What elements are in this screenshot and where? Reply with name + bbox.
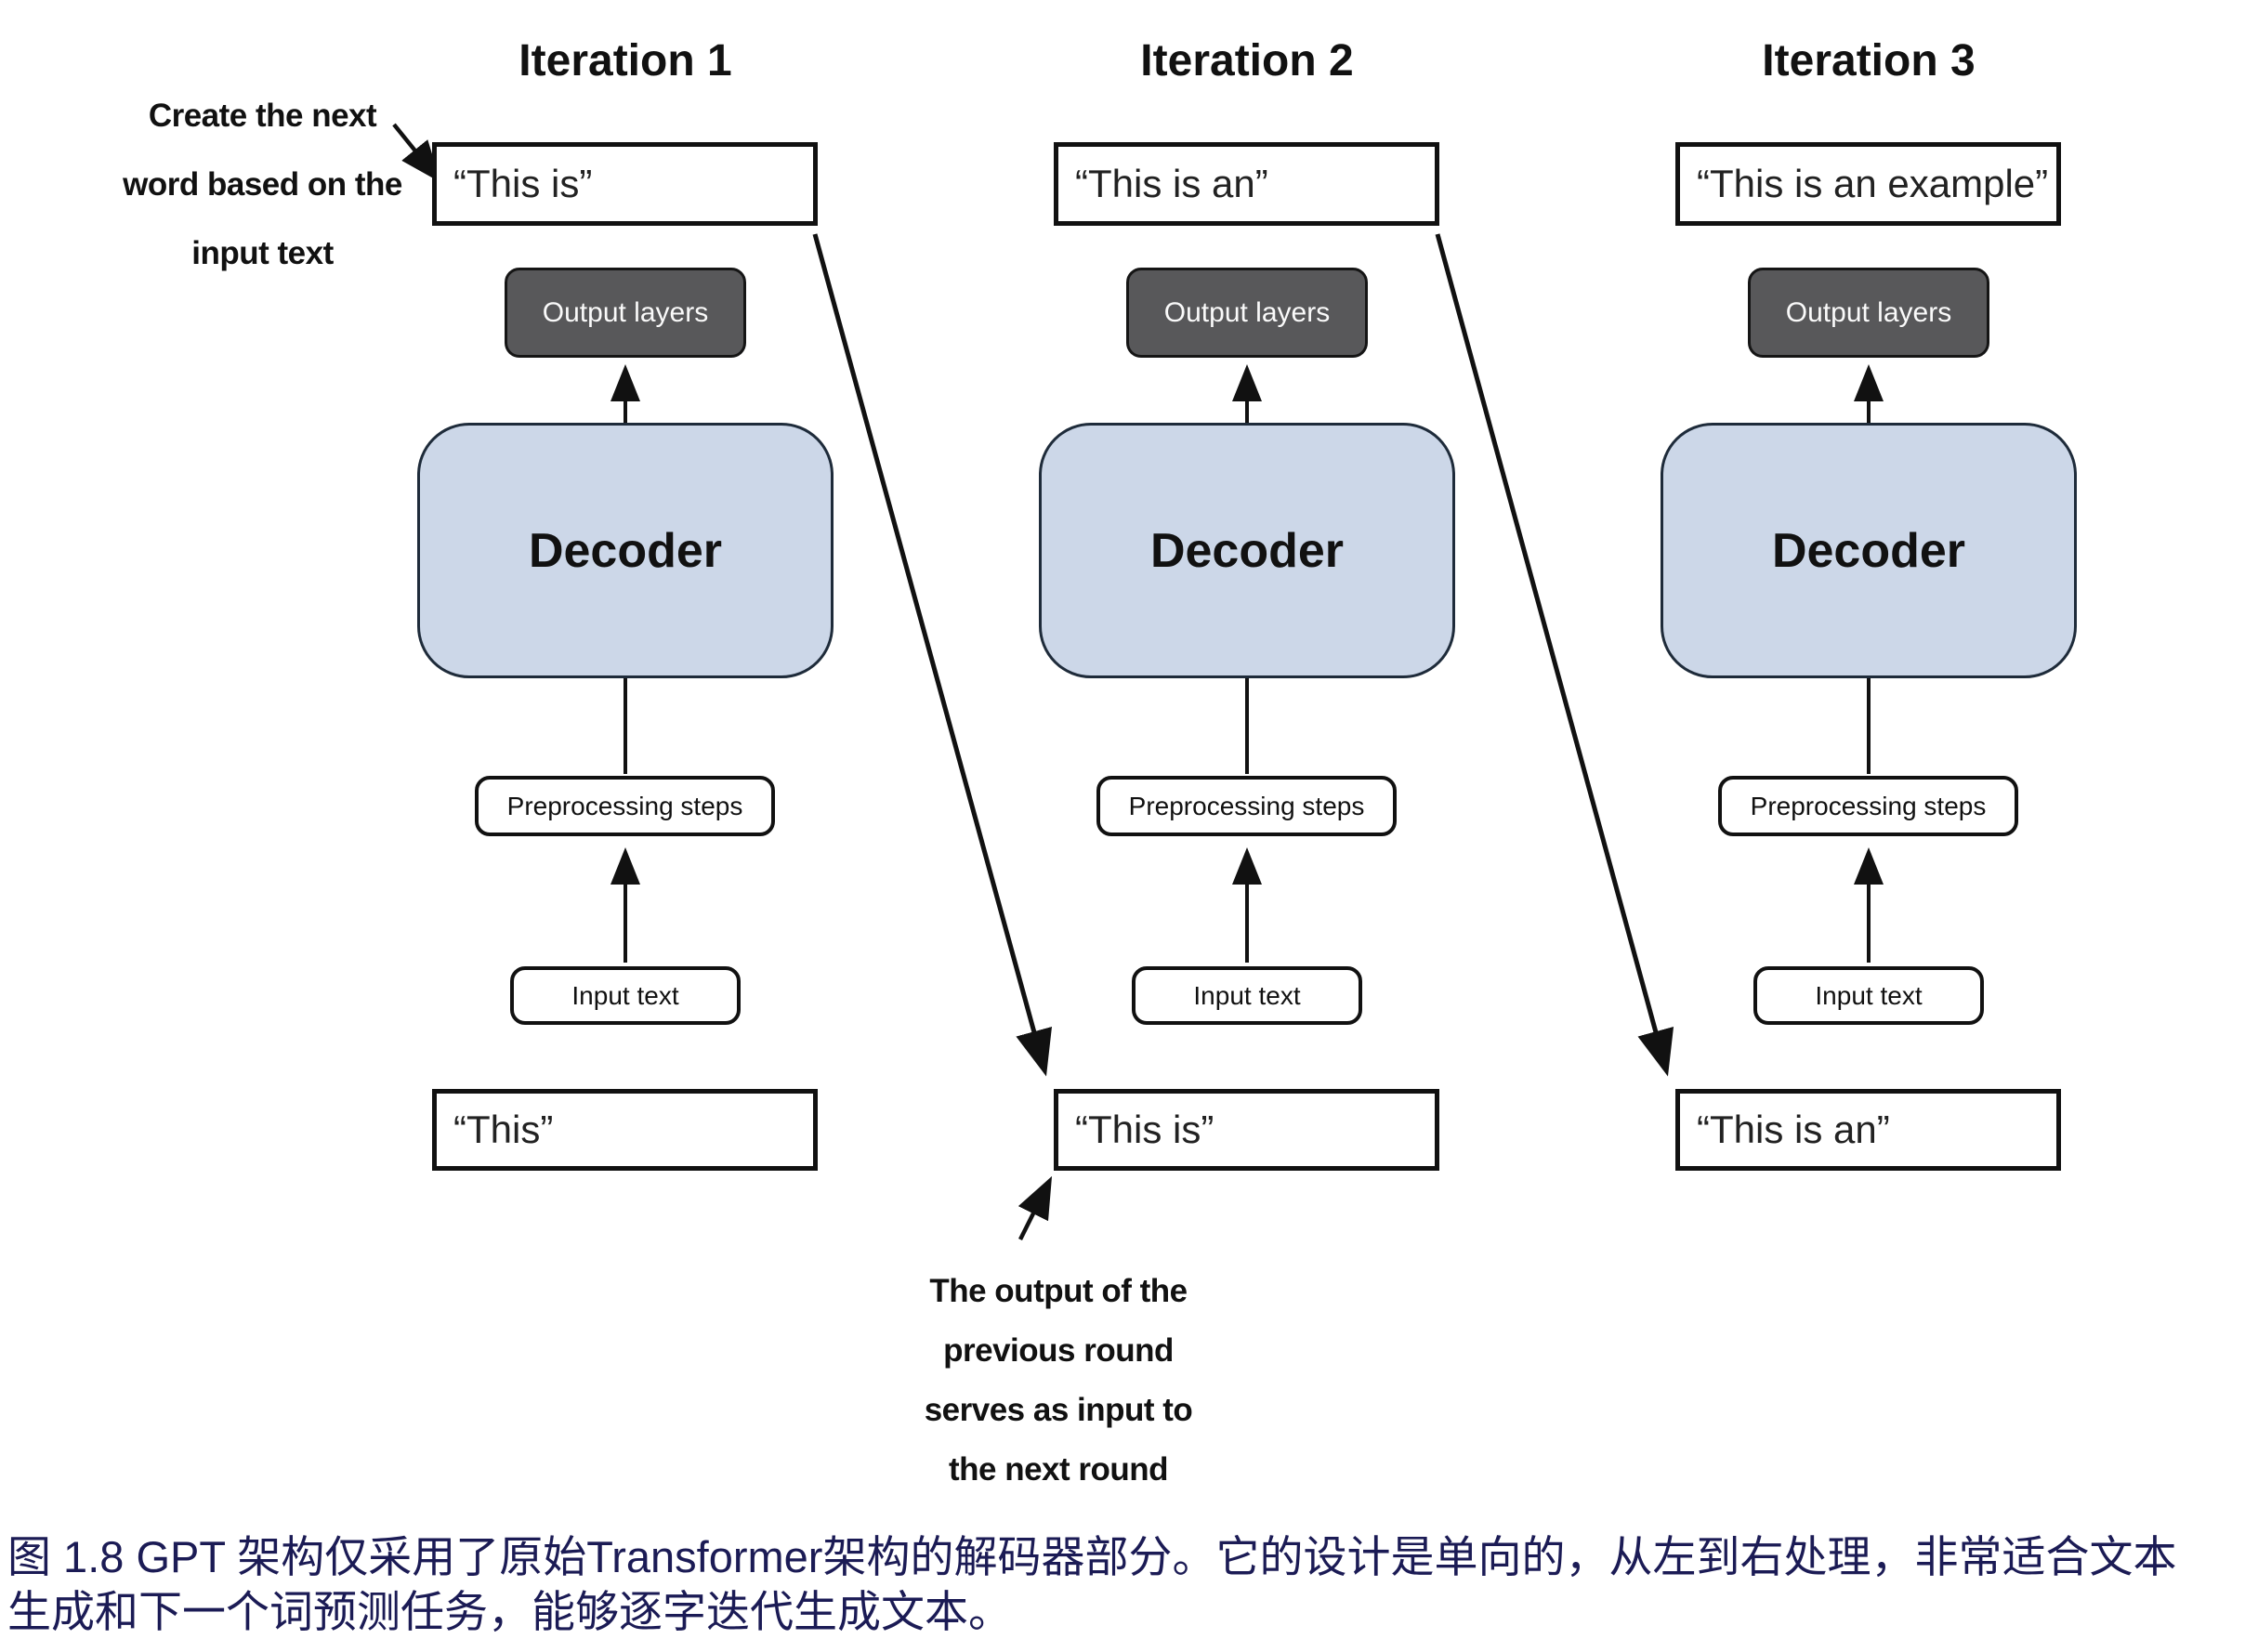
iteration-2-decoder-box: Decoder bbox=[1039, 423, 1455, 678]
iteration-3-output-layers-label: Output layers bbox=[1785, 296, 1952, 328]
iteration-1-decoder-box: Decoder bbox=[417, 423, 834, 678]
annotation-create-next-line3: input text bbox=[191, 235, 334, 271]
iteration-2-preprocessing-label: Preprocessing steps bbox=[1128, 791, 1365, 820]
figure-caption-line2: 生成和下一个词预测任务，能够逐字迭代生成文本。 bbox=[7, 1587, 1012, 1636]
iteration-2-output-layers-box: Output layers bbox=[1126, 268, 1368, 358]
iteration-1-preprocessing-box: Preprocessing steps bbox=[475, 776, 775, 836]
iteration-1-input-box: Input text bbox=[510, 966, 741, 1025]
figure-caption-line1: 图 1.8 GPT 架构仅采用了原始Transformer架构的解码器部分。它的… bbox=[7, 1532, 2177, 1581]
iteration-2-input-text-box: “This is” bbox=[1054, 1089, 1439, 1171]
iteration-1-title: Iteration 1 bbox=[519, 36, 732, 85]
iteration-2-preprocessing-box: Preprocessing steps bbox=[1096, 776, 1397, 836]
iteration-1-column: Iteration 1 “This is” Output layers Deco… bbox=[417, 0, 834, 1652]
iteration-1-input-text-box: “This” bbox=[432, 1089, 818, 1171]
iteration-1-input-text: “This” bbox=[453, 1108, 554, 1151]
iteration-2-output-layers-label: Output layers bbox=[1163, 296, 1331, 328]
iteration-3-input-text-box: “This is an” bbox=[1675, 1089, 2061, 1171]
iteration-2-decoder-label: Decoder bbox=[1149, 523, 1345, 578]
iteration-3-output-layers-box: Output layers bbox=[1748, 268, 1989, 358]
iteration-2-input-label: Input text bbox=[1193, 980, 1301, 1010]
iteration-1-output-text: “This is” bbox=[453, 162, 593, 205]
iteration-3-output-text-box: “This is an example” bbox=[1675, 142, 2061, 226]
iteration-1-output-layers-box: Output layers bbox=[505, 268, 746, 358]
annotation-output-previous-line1: The output of the bbox=[929, 1273, 1188, 1309]
annotation-create-next-line1: Create the next bbox=[148, 98, 377, 134]
iteration-3-decoder-box: Decoder bbox=[1661, 423, 2077, 678]
annotation-output-previous: The output of the previous round serves … bbox=[873, 1262, 1244, 1500]
iteration-2-input-box: Input text bbox=[1132, 966, 1362, 1025]
iteration-1-decoder-label: Decoder bbox=[528, 523, 723, 578]
iteration-3-output-text: “This is an example” bbox=[1697, 162, 2049, 205]
arrow-output1-to-input2 bbox=[812, 233, 1053, 1077]
iteration-3-decoder-label: Decoder bbox=[1771, 523, 1966, 578]
iteration-2-output-text-box: “This is an” bbox=[1054, 142, 1439, 226]
arrow-output2-to-input3 bbox=[1435, 233, 1674, 1077]
iteration-3-input-text: “This is an” bbox=[1697, 1108, 1890, 1151]
annotation-create-next-line2: word based on the bbox=[123, 166, 402, 203]
iteration-3-preprocessing-label: Preprocessing steps bbox=[1750, 791, 1987, 820]
iteration-3-preprocessing-box: Preprocessing steps bbox=[1718, 776, 2018, 836]
iteration-1-output-layers-label: Output layers bbox=[542, 296, 709, 328]
annotation-create-next: Create the next word based on the input … bbox=[102, 82, 423, 288]
iteration-2-title: Iteration 2 bbox=[1140, 36, 1354, 85]
annotation-output-previous-line2: previous round bbox=[943, 1332, 1174, 1369]
iteration-1-output-text-box: “This is” bbox=[432, 142, 818, 226]
iteration-2-output-text: “This is an” bbox=[1075, 162, 1268, 205]
iteration-3-input-label: Input text bbox=[1815, 980, 1923, 1010]
annotation-output-previous-line3: serves as input to bbox=[924, 1392, 1193, 1428]
iteration-2-input-text: “This is” bbox=[1075, 1108, 1214, 1151]
iteration-1-preprocessing-label: Preprocessing steps bbox=[506, 791, 743, 820]
iteration-2-column: Iteration 2 “This is an” Output layers D… bbox=[1039, 0, 1455, 1652]
iteration-1-input-label: Input text bbox=[571, 980, 679, 1010]
annotation-output-previous-line4: the next round bbox=[948, 1451, 1169, 1488]
iteration-3-input-box: Input text bbox=[1753, 966, 1984, 1025]
figure-caption: 图 1.8 GPT 架构仅采用了原始Transformer架构的解码器部分。它的… bbox=[7, 1529, 2258, 1639]
iteration-3-title: Iteration 3 bbox=[1762, 36, 1976, 85]
iteration-3-column: Iteration 3 “This is an example” Output … bbox=[1661, 0, 2077, 1652]
